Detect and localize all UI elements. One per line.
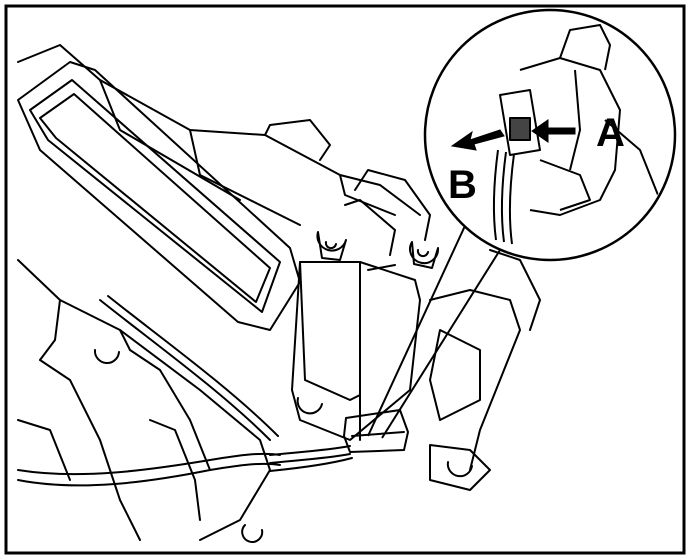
- harness-line-1: [17, 452, 281, 476]
- leader-line-left: [367, 214, 471, 437]
- housing-lower-rib-4: [119, 329, 211, 471]
- connector-cable-2: [269, 453, 351, 464]
- housing-boss-2: [241, 524, 264, 543]
- housing-lower-rib-1: [39, 359, 141, 541]
- mag-wire-2: [500, 151, 507, 243]
- housing-tab-1: [264, 119, 331, 161]
- servo-mount-top-left: [316, 231, 347, 261]
- housing-boss-1: [93, 349, 120, 364]
- mag-housing-tab: [559, 24, 611, 71]
- harness-line-4: [107, 295, 279, 437]
- callout-b: B: [448, 163, 477, 207]
- mag-housing-rib: [569, 69, 581, 171]
- servo-mount-hole-2: [416, 249, 429, 258]
- housing-right-foot: [429, 444, 491, 491]
- hvac-housing: [17, 44, 541, 543]
- servo-mount-top-right: [409, 241, 440, 269]
- housing-right-panel: [429, 289, 521, 471]
- connector-cable-3: [269, 457, 353, 472]
- servo-mount-hole-1: [324, 241, 337, 250]
- magnifier-leader-lines: [367, 214, 501, 439]
- air-duct-inner: [29, 79, 281, 313]
- housing-lower-edge: [17, 259, 271, 541]
- connector-cable-1: [269, 445, 351, 456]
- housing-boss-3: [446, 461, 473, 478]
- housing-rib-4: [344, 199, 396, 256]
- callout-a: A: [596, 111, 625, 155]
- mag-housing-lower: [539, 159, 591, 211]
- air-duct-inner-rim: [39, 93, 271, 303]
- mag-housing-rib-2: [604, 119, 661, 201]
- servo-motor-face: [299, 261, 361, 401]
- leader-line-right: [381, 249, 501, 439]
- mag-wire-1: [492, 149, 499, 241]
- housing-right-cutout: [429, 329, 481, 421]
- mag-connector-body: [499, 89, 541, 156]
- arrow-right-icon: [531, 119, 576, 143]
- housing-lower-rib-3: [39, 299, 61, 361]
- housing-bracket: [354, 169, 431, 241]
- servo-connector-edge: [351, 431, 405, 437]
- magnified-content: [492, 24, 661, 245]
- mag-housing-outline: [519, 57, 621, 216]
- housing-rib-2: [189, 129, 301, 226]
- mag-wire-3: [508, 153, 515, 245]
- figure-border: [4, 4, 686, 555]
- housing-right-rib-1: [489, 249, 541, 331]
- air-duct: [17, 61, 301, 331]
- arrow-left-icon: [450, 129, 505, 151]
- housing-lower-rib-2: [17, 419, 71, 481]
- magnifier-circle: [423, 8, 677, 262]
- magnified-detail: A B: [423, 8, 677, 262]
- servo-mount-bottom: [296, 397, 323, 415]
- housing-rib-3: [339, 174, 396, 216]
- servo-detail-1: [367, 264, 396, 271]
- mag-connector-latch: [509, 117, 531, 141]
- housing-lower-rib-5: [149, 419, 201, 521]
- harness-line-2: [17, 462, 281, 487]
- housing-top-edge: [17, 44, 421, 216]
- harness-line-3: [99, 299, 271, 441]
- housing-rib-1: [99, 79, 241, 201]
